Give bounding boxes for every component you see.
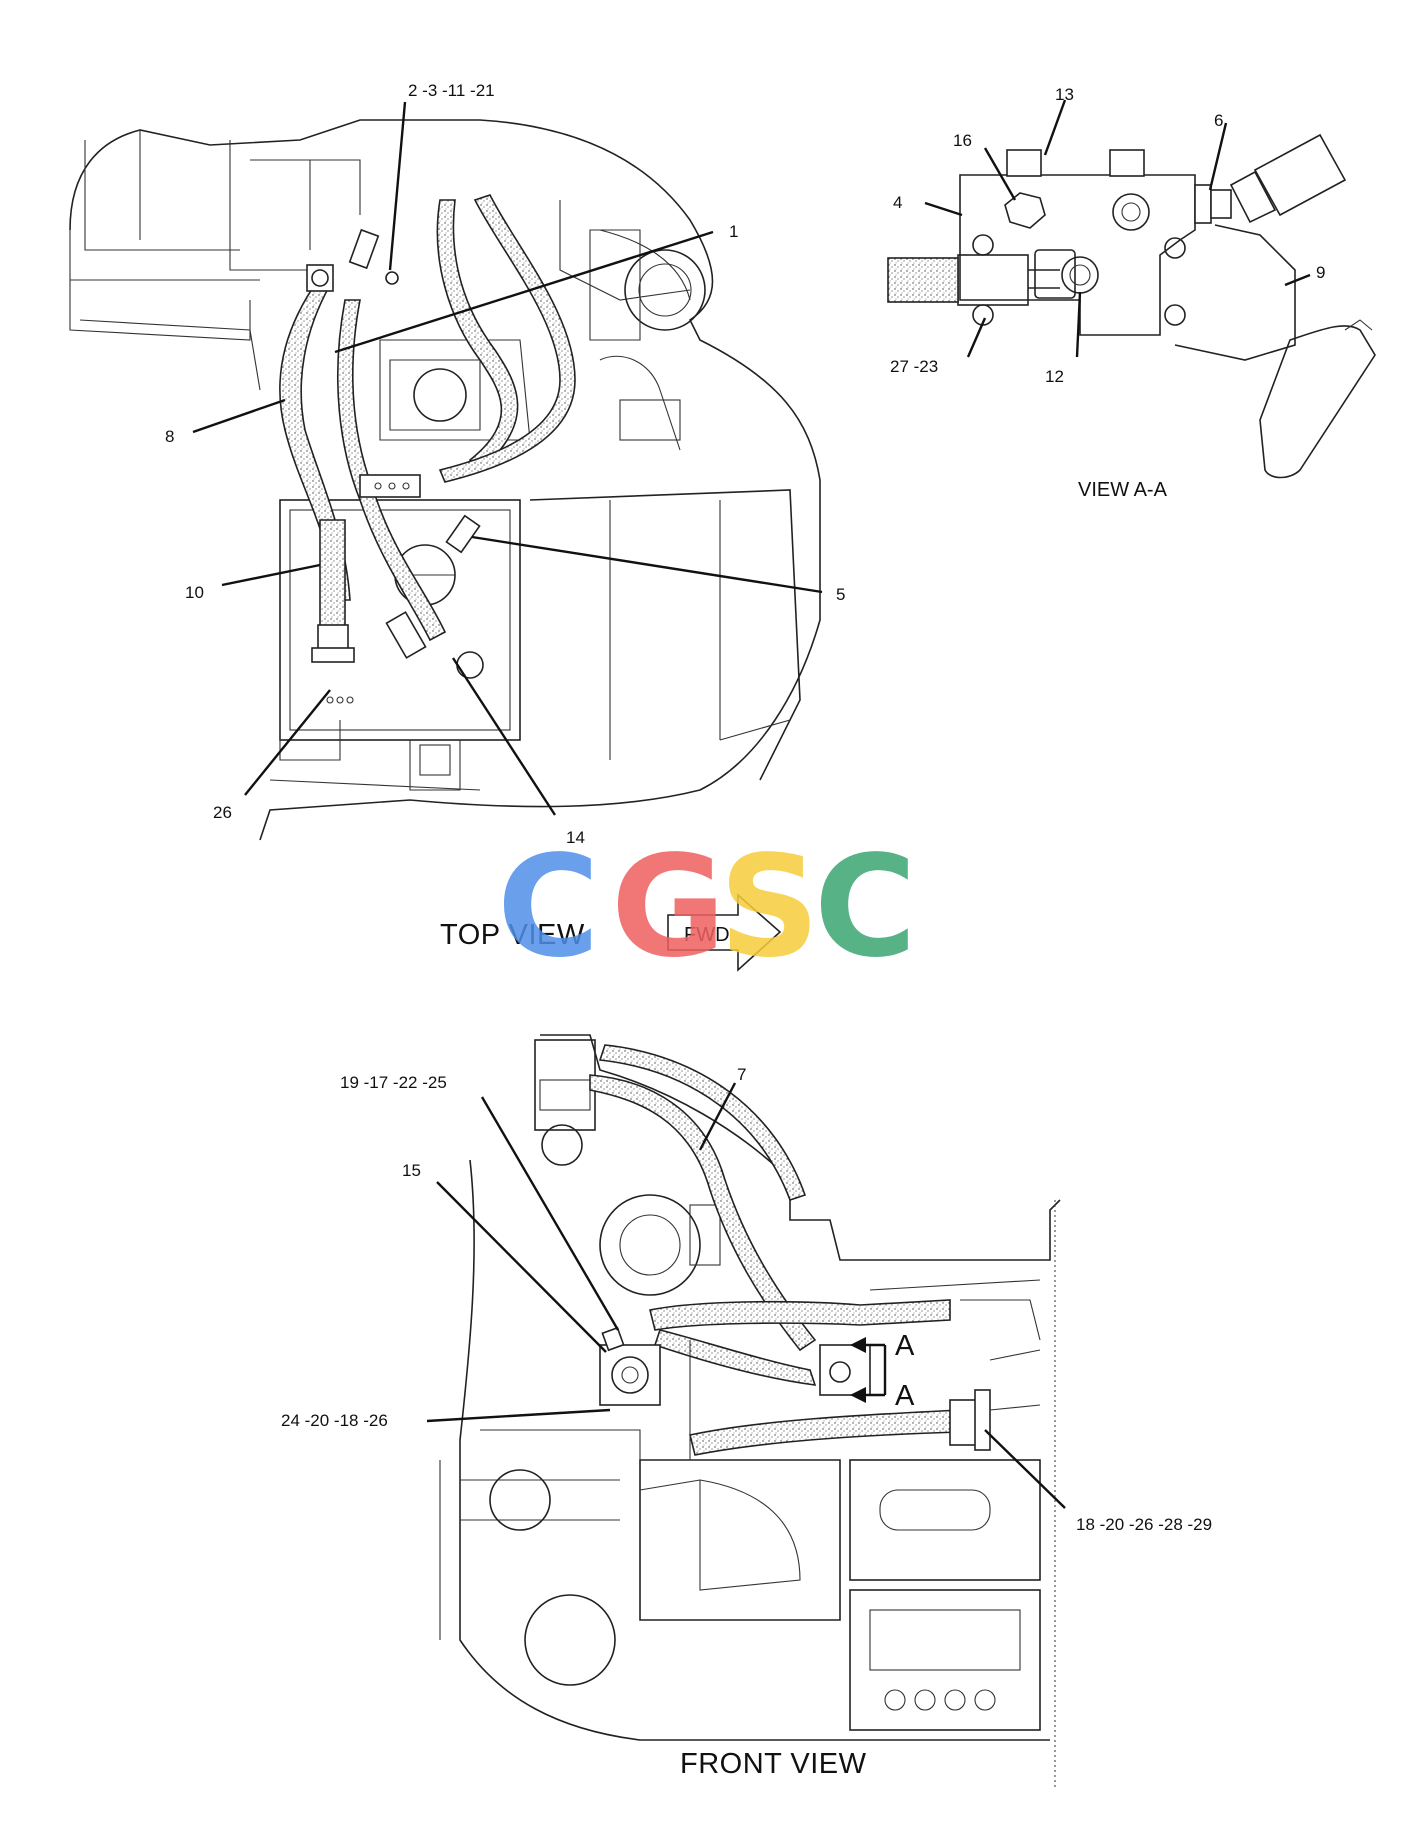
top-view-callouts: 2 -3 -11 -21 1 8 10 5 26 14: [165, 81, 845, 847]
section-mark-a-bottom: A: [895, 1380, 915, 1412]
callout-27-23: 27 -23: [890, 357, 938, 376]
callout-14: 14: [566, 828, 585, 847]
callout-10: 10: [185, 583, 204, 602]
callout-1: 1: [729, 222, 738, 241]
callout-8: 8: [165, 427, 174, 446]
watermark-letter-c1: C: [497, 826, 600, 989]
callout-7: 7: [737, 1065, 746, 1084]
view-aa-leaders: [924, 99, 1311, 358]
callout-4: 4: [893, 193, 902, 212]
section-mark-a-top: A: [895, 1330, 915, 1362]
callout-5: 5: [836, 585, 845, 604]
watermark-letter-c2: C: [814, 826, 917, 989]
front-view-title: FRONT VIEW: [680, 1748, 867, 1780]
top-view-drawing: [69, 119, 821, 841]
callout-15: 15: [402, 1161, 421, 1180]
watermark-letter-g: G: [611, 826, 726, 989]
callout-2-3-11-21: 2 -3 -11 -21: [408, 81, 495, 100]
top-view-title-group: TOP VIEW FWD: [440, 893, 782, 972]
fwd-label: FWD: [684, 924, 730, 946]
callout-12: 12: [1045, 367, 1064, 386]
cgsc-watermark-logo: C G S C: [497, 826, 917, 989]
top-view-leaders: [192, 101, 823, 816]
front-view-leaders: [426, 1082, 1066, 1509]
callout-6: 6: [1214, 111, 1223, 130]
front-view-callouts: 7 19 -17 -22 -25 15 24 -20 -18 -26 18 -2…: [281, 1065, 1212, 1780]
callout-13: 13: [1055, 85, 1074, 104]
callout-9: 9: [1316, 263, 1325, 282]
callout-18-20-26-28-29: 18 -20 -26 -28 -29: [1076, 1515, 1212, 1534]
view-aa-drawing: [887, 133, 1376, 479]
callout-19-17-22-25: 19 -17 -22 -25: [340, 1073, 447, 1092]
view-aa-title: VIEW A-A: [1078, 479, 1168, 501]
front-view-drawing: [439, 1034, 1061, 1790]
callout-16: 16: [953, 131, 972, 150]
fwd-arrow-icon: [667, 893, 782, 972]
callout-24-20-18-26: 24 -20 -18 -26: [281, 1411, 388, 1430]
top-view-title: TOP VIEW: [440, 919, 585, 951]
view-aa-callouts: 13 16 6 4 9 27 -23 12 VIEW A-A: [890, 85, 1325, 501]
watermark-letter-s: S: [719, 826, 820, 989]
callout-26: 26: [213, 803, 232, 822]
section-arrow-icon: [850, 1337, 887, 1403]
